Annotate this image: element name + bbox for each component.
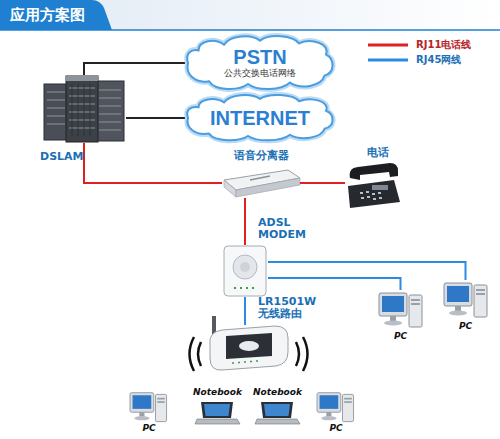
- device-label: Notebook: [185, 387, 250, 398]
- device-label: PC: [443, 321, 488, 332]
- wireless-waves: [190, 337, 202, 371]
- fiber-link: [126, 117, 185, 119]
- splitter-side: [224, 180, 236, 197]
- phone-device: 电话: [345, 163, 400, 208]
- splitter-device: 语音分离器: [222, 168, 300, 198]
- legend-row: RJ45网线: [368, 52, 471, 67]
- pc-icon: [130, 393, 167, 422]
- legend-swatch: [368, 55, 408, 65]
- notebook-device: Notebook: [195, 402, 240, 424]
- legend-text: RJ11电话线: [416, 39, 471, 51]
- device-label: 语音分离器: [211, 150, 311, 162]
- rack-cabinet: [66, 76, 98, 142]
- device-label: 电话: [355, 147, 400, 159]
- legend-line: [368, 58, 408, 61]
- cloud-title: PSTN: [233, 47, 286, 68]
- phone-base: [348, 180, 400, 208]
- diagram-title: 应用方案图: [10, 6, 85, 24]
- pstn-cloud: PSTN公共交换电话网络: [185, 35, 335, 91]
- legend-swatch: [368, 40, 408, 50]
- rj11-cable: [84, 143, 222, 183]
- router-face: [226, 333, 272, 359]
- header-tab: [0, 0, 112, 30]
- phone-handset: [350, 163, 398, 180]
- laptop-icon: [255, 402, 300, 424]
- rj11-cable: [300, 182, 345, 184]
- router-leds: [232, 361, 258, 363]
- rj45-cable: [268, 278, 401, 290]
- pc-icon: [444, 283, 487, 317]
- pc-icon: [379, 293, 422, 327]
- pc-device: PC: [443, 280, 488, 320]
- notebook-device: Notebook: [255, 402, 300, 424]
- header-rule: [0, 29, 500, 31]
- modem-device: ADSL MODEM: [222, 245, 268, 297]
- cloud-subtitle: 公共交换电话网络: [224, 68, 296, 79]
- legend-row: RJ11电话线: [368, 37, 471, 52]
- rack-cards: [72, 84, 90, 136]
- internet-cloud: INTERNET: [185, 94, 335, 142]
- laptop-icon: [195, 402, 240, 424]
- dslam-device: DSLAM: [42, 75, 126, 143]
- pc-device: PC: [378, 290, 423, 330]
- cloud-glow: [187, 36, 332, 89]
- pc-device: PC: [128, 390, 170, 422]
- device-label: Notebook: [245, 387, 310, 398]
- legend-line: [368, 43, 408, 46]
- rj45-cable: [268, 262, 466, 280]
- cloud-title: INTERNET: [210, 108, 310, 129]
- cloud-glow: [187, 95, 332, 140]
- fiber-link: [84, 63, 185, 75]
- router-logo: [239, 341, 259, 351]
- wireless-waves: [296, 337, 308, 371]
- device-label: DSLAM: [40, 151, 100, 163]
- modem-leds: [234, 287, 254, 289]
- cloud-shape: [187, 95, 332, 140]
- device-label: LR1501W 无线路由: [258, 296, 320, 320]
- device-label: PC: [128, 423, 170, 434]
- pc-icon: [317, 393, 354, 422]
- modem-dial: [233, 255, 257, 279]
- phone-keys: [360, 192, 382, 199]
- device-label: PC: [315, 423, 357, 434]
- splitter-mark: [250, 176, 270, 180]
- router-body: [210, 326, 288, 370]
- phone-display: [372, 185, 388, 190]
- cloud-shape: [187, 36, 332, 89]
- rack-cap: [66, 76, 98, 81]
- rj45-cable: [244, 297, 246, 325]
- legend: RJ11电话线 RJ45网线: [368, 37, 471, 67]
- rj11-cable: [244, 198, 246, 245]
- device-label: ADSL MODEM: [258, 217, 312, 241]
- header-band: [0, 0, 500, 30]
- device-label: PC: [378, 331, 423, 342]
- router-device: LR1501W 无线路由: [205, 325, 290, 370]
- pc-device: PC: [315, 390, 357, 422]
- modem-dial-center: [240, 262, 250, 272]
- splitter-front: [236, 178, 300, 197]
- legend-text: RJ45网线: [416, 54, 461, 66]
- modem-body: [224, 246, 266, 296]
